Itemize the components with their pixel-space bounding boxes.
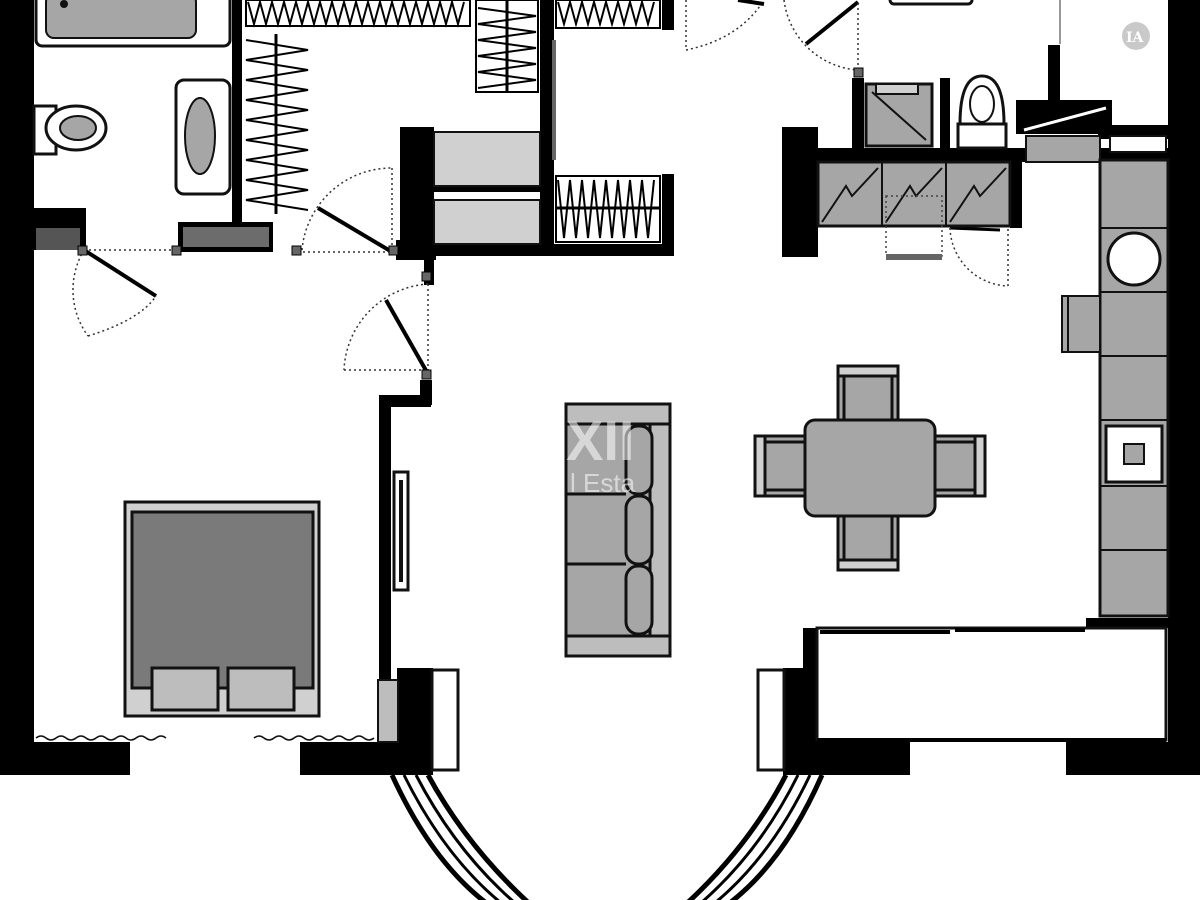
- sofa: [564, 402, 672, 658]
- watermark-line2: l Esta: [570, 468, 636, 498]
- bathroom-inner-wall: [232, 0, 242, 222]
- right-exterior-wall: [1168, 0, 1200, 775]
- loggia: [815, 626, 1168, 742]
- bathtub-basin: [45, 0, 197, 39]
- closet-shelf-upper: [433, 131, 541, 187]
- real-estate-badge-icon: IA: [1122, 22, 1150, 50]
- left-exterior-wall: [0, 0, 34, 775]
- kitchen-cabinet-door: [949, 226, 1009, 287]
- entrance-door: [685, 0, 765, 51]
- wc-fixtures: [864, 0, 1107, 150]
- closet-wall-d: [662, 0, 674, 30]
- wc-wall-left: [852, 78, 864, 150]
- bathroom-fixtures: [32, 0, 271, 250]
- wc-toilet-tank: [956, 122, 1008, 150]
- chair-right: [933, 434, 987, 498]
- shaft-wall: [1048, 45, 1060, 105]
- dining-table: [803, 418, 937, 518]
- pillow-right: [226, 666, 296, 712]
- closet-wall-f: [434, 186, 540, 192]
- bay-window: [377, 668, 825, 900]
- door-stub-right: [424, 255, 434, 285]
- bay-left-jamb: [397, 668, 433, 775]
- bed: [123, 500, 321, 718]
- wardrobe-center-top: [475, 0, 539, 93]
- closet-wall-a: [400, 127, 434, 255]
- wardrobes: [245, 0, 661, 243]
- wardrobe-top-left: [245, 0, 471, 28]
- watermark-line1: XII: [566, 409, 634, 472]
- wardrobe-left-vertical: [245, 34, 309, 214]
- bay-right-jamb: [783, 668, 817, 775]
- hall-door: [343, 283, 430, 375]
- bathtub-drain: [60, 0, 68, 8]
- kitchen-sink: [1106, 231, 1162, 287]
- bottom-right-wall: [1066, 742, 1200, 775]
- tv: [392, 470, 410, 592]
- wardrobe-right-bottom: [555, 175, 661, 243]
- wardrobe-door: [298, 167, 394, 254]
- pillow-left: [150, 666, 220, 712]
- toilet-seat: [59, 115, 97, 141]
- wardrobe-right-top: [555, 0, 661, 29]
- kitchen-cabinets: [816, 135, 1170, 628]
- logo-text: IA: [1126, 30, 1145, 46]
- chair-left: [753, 434, 807, 498]
- hood-box: [1025, 135, 1101, 163]
- closet-shelf-lower: [433, 199, 541, 245]
- bottom-left-wall: [0, 742, 130, 775]
- bathroom-cabinet: [36, 228, 80, 250]
- closet-wall-b: [540, 0, 554, 255]
- closet-wall-c: [434, 244, 674, 256]
- kitchen-pillar: [782, 127, 818, 257]
- doors: [72, 0, 1009, 380]
- wc-door: [783, 0, 860, 71]
- dining-set: [753, 364, 987, 572]
- sink-basin: [184, 97, 216, 175]
- mirror: [888, 0, 974, 6]
- bedroom-partition-top: [379, 395, 431, 407]
- closet-shelves: [433, 40, 556, 245]
- chair-top: [836, 364, 900, 422]
- bathroom-vent: [181, 225, 271, 249]
- wc-wall-mid: [940, 78, 950, 150]
- kitchen-counter-wall: [1010, 150, 1022, 228]
- bedroom-door: [72, 248, 176, 337]
- closet-wall-e: [662, 174, 674, 254]
- radiators: [35, 735, 375, 741]
- bedroom-partition-jamb: [420, 380, 432, 405]
- bedroom-partition-wall: [379, 395, 391, 685]
- chair-bottom: [836, 514, 900, 572]
